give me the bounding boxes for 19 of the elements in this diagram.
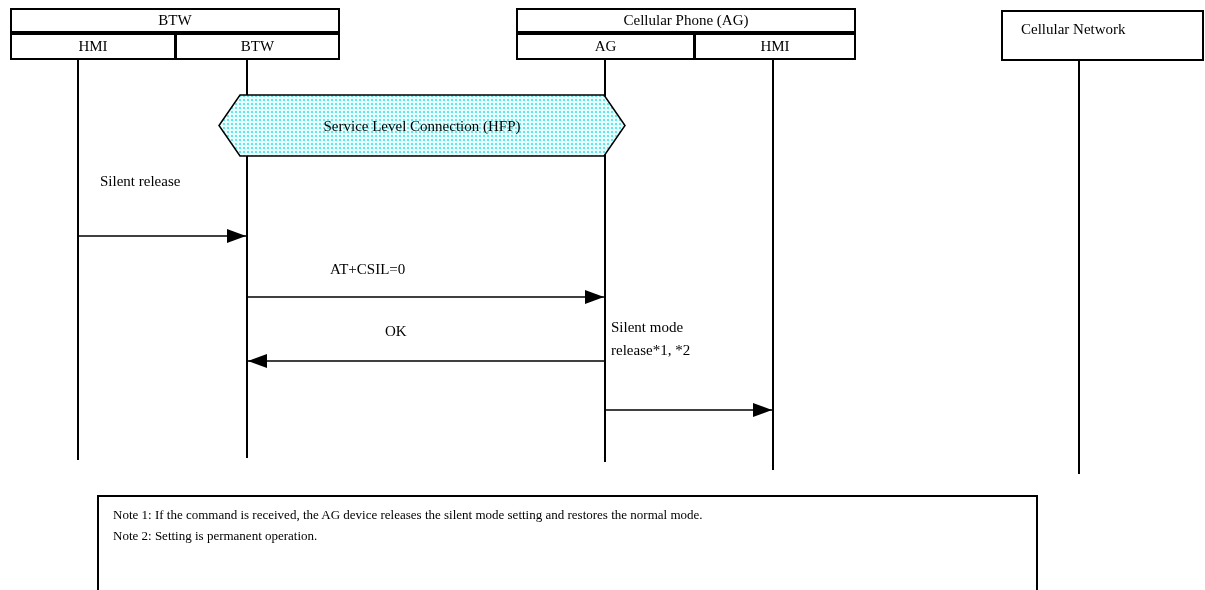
lifeline-header-box: HMI bbox=[694, 33, 856, 60]
lifeline-header-box: Cellular Phone (AG) bbox=[516, 8, 856, 33]
message-arrow bbox=[78, 229, 247, 243]
state-note: Silent mode release*1, *2 bbox=[611, 318, 692, 360]
lifeline-header-box: BTW bbox=[175, 33, 340, 60]
message-arrow bbox=[247, 354, 605, 368]
lifeline-header-box: HMI bbox=[10, 33, 176, 60]
message-arrow bbox=[247, 290, 605, 304]
note-text: Note 2: Setting is permanent operation. bbox=[113, 527, 319, 544]
note-box bbox=[97, 495, 1038, 590]
lifeline bbox=[77, 60, 79, 460]
lifeline-header-box: BTW bbox=[10, 8, 340, 33]
message-arrow bbox=[605, 403, 773, 417]
note-text: Note 1: If the command is received, the AG device releases the silent mode setting and restores the normal mode. bbox=[113, 506, 704, 523]
lifeline-header-box: AG bbox=[516, 33, 695, 60]
connection-label: Service Level Connection (HFP) bbox=[322, 116, 522, 136]
lifeline bbox=[772, 60, 774, 470]
lifeline bbox=[1078, 61, 1080, 474]
lifeline-header-box: Cellular Network bbox=[1001, 10, 1204, 61]
